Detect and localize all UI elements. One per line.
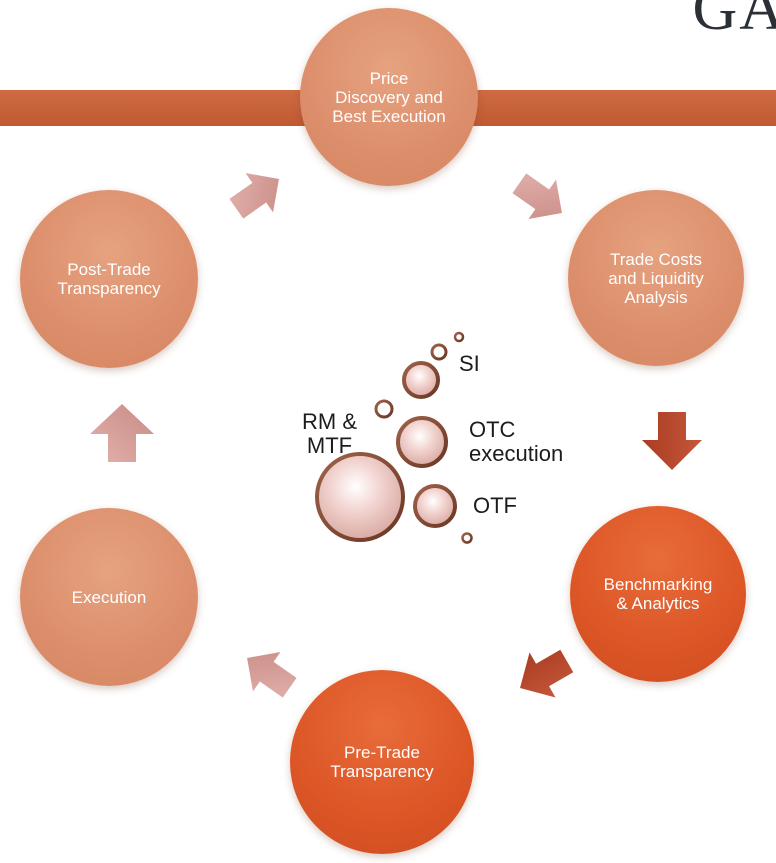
- node-benchmarking-label: Benchmarking & Analytics: [603, 575, 713, 613]
- bubble-si: [402, 361, 440, 399]
- node-price-discovery: Price Discovery and Best Execution: [300, 8, 478, 186]
- node-execution-label: Execution: [71, 587, 147, 607]
- bubble-small-rings: [374, 331, 473, 544]
- bubble-otc: [396, 416, 448, 468]
- company-logo: GA: [692, 0, 776, 43]
- label-otf: OTF: [473, 493, 517, 518]
- label-otc-execution: OTC execution: [469, 417, 564, 466]
- arrow-pre-trade-to-execution: [247, 652, 297, 698]
- node-execution: Execution: [20, 508, 198, 686]
- arrow-benchmarking-to-pre-trade: [520, 649, 574, 698]
- bubble-otf: [413, 484, 457, 528]
- label-si: SI: [459, 351, 480, 376]
- node-price-discovery-label: Price Discovery and Best Execution: [332, 68, 446, 126]
- node-benchmarking: Benchmarking & Analytics: [570, 506, 746, 682]
- node-pre-trade: Pre-Trade Transparency: [290, 670, 474, 854]
- node-post-trade: Post-Trade Transparency: [20, 190, 198, 368]
- bubble-rm-mtf: [315, 452, 405, 542]
- node-post-trade-label: Post-Trade Transparency: [57, 260, 161, 298]
- arrow-price-to-trade-costs: [512, 173, 562, 219]
- arrow-trade-costs-to-benchmarking: [642, 412, 702, 470]
- node-trade-costs-label: Trade Costs and Liquidity Analysis: [608, 249, 704, 307]
- node-pre-trade-label: Pre-Trade Transparency: [330, 743, 434, 781]
- arrow-post-trade-to-price: [229, 173, 279, 219]
- arrow-execution-to-post-trade: [90, 404, 154, 462]
- node-trade-costs: Trade Costs and Liquidity Analysis: [568, 190, 744, 366]
- label-rm-mtf: RM & MTF: [302, 409, 357, 458]
